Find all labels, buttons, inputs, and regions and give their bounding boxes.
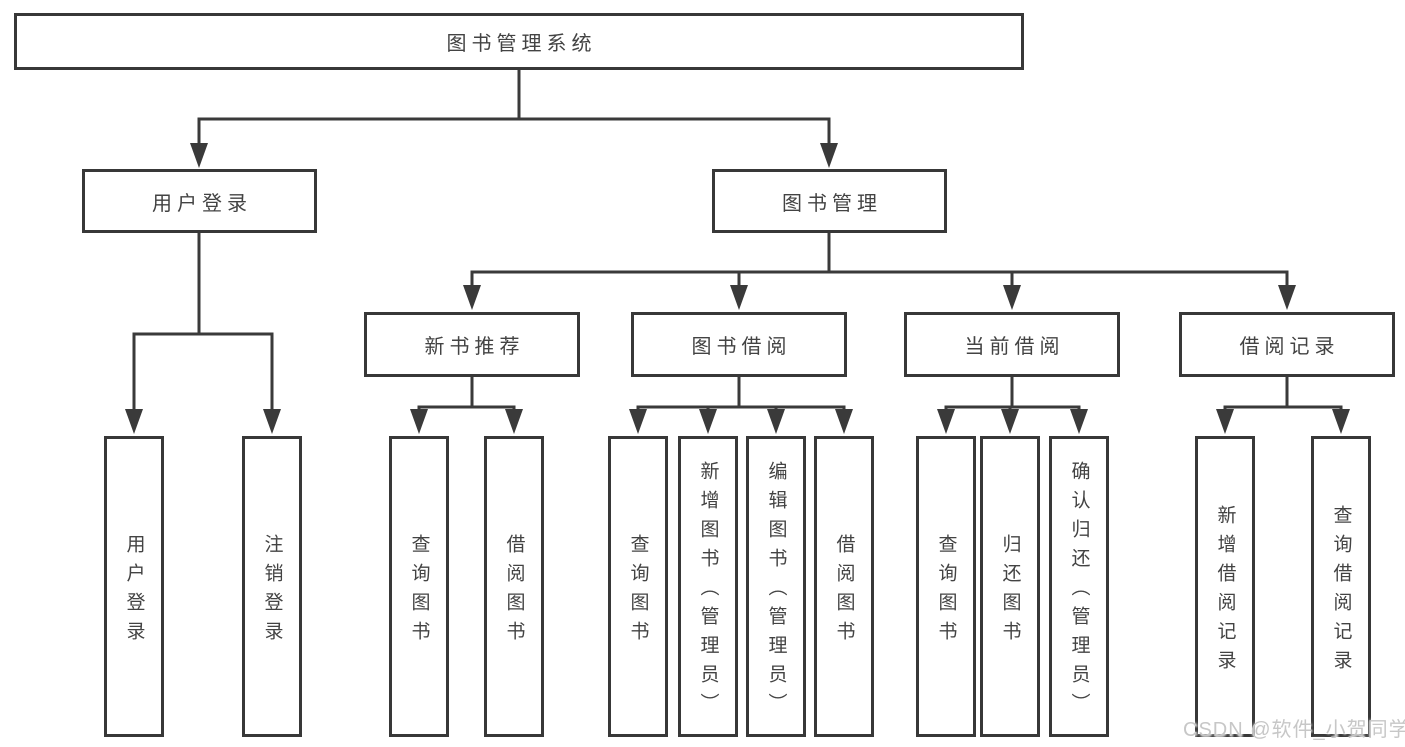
node-new-book-recommend: 新书推荐 — [364, 312, 580, 377]
leaf-label: 查询图书 — [627, 533, 649, 650]
leaf-label: 新增借阅记录 — [1214, 504, 1236, 679]
leaf-label: 新增图书（管理员） — [697, 461, 719, 722]
arrowhead-icon — [190, 143, 208, 168]
csdn-watermark: CSDN @软件_小贺同学 — [1183, 719, 1405, 741]
leaf-label: 用户登录 — [123, 533, 145, 650]
arrowhead-icon — [835, 409, 853, 434]
node-label: 借阅记录 — [1239, 336, 1340, 358]
arrowhead-icon — [463, 285, 481, 310]
node-current-borrow: 当前借阅 — [904, 312, 1120, 377]
arrowhead-icon — [1216, 409, 1234, 434]
node-book-borrow: 图书借阅 — [631, 312, 847, 377]
node-label: 当前借阅 — [964, 336, 1065, 358]
node-label: 图书管理系统 — [446, 33, 597, 55]
node-label: 新书推荐 — [424, 336, 525, 358]
leaf-query-books-current: 查询图书 — [916, 436, 976, 737]
leaf-confirm-return-admin: 确认归还（管理员） — [1049, 436, 1109, 737]
leaf-add-borrow-record: 新增借阅记录 — [1195, 436, 1255, 737]
leaf-label: 归还图书 — [999, 533, 1021, 650]
arrowhead-icon — [1003, 285, 1021, 310]
arrowhead-icon — [1070, 409, 1088, 434]
leaf-label: 编辑图书（管理员） — [765, 461, 787, 722]
connector-records-rail — [1223, 405, 1343, 410]
connector-borrow-rail — [636, 405, 846, 410]
node-user-login: 用户登录 — [82, 169, 317, 233]
arrowhead-icon — [1332, 409, 1350, 434]
leaf-logout-login: 注销登录 — [242, 436, 302, 737]
node-label: 图书借阅 — [691, 336, 792, 358]
node-label: 图书管理 — [782, 192, 882, 215]
node-library-management-system: 图书管理系统 — [14, 13, 1024, 70]
node-book-management: 图书管理 — [712, 169, 947, 233]
arrowhead-icon — [820, 143, 838, 168]
connector-level3-rail — [470, 270, 1289, 286]
leaf-label: 借阅图书 — [833, 533, 855, 650]
node-borrow-records: 借阅记录 — [1179, 312, 1395, 377]
arrowhead-icon — [1278, 285, 1296, 310]
leaf-label: 查询图书 — [408, 533, 430, 650]
connector-level3-stems — [470, 377, 1289, 407]
connector-recommend-rail — [417, 405, 516, 410]
arrowhead-icon — [505, 409, 523, 434]
arrowhead-icon — [767, 409, 785, 434]
leaf-borrow-books: 借阅图书 — [814, 436, 874, 737]
node-label: 用户登录 — [152, 192, 252, 215]
leaf-label: 借阅图书 — [503, 533, 525, 650]
leaf-edit-books-admin: 编辑图书（管理员） — [746, 436, 806, 737]
leaf-label: 确认归还（管理员） — [1068, 461, 1090, 722]
leaf-query-books-borrow: 查询图书 — [608, 436, 668, 737]
connector-level2-rail — [197, 117, 831, 144]
leaf-query-borrow-record: 查询借阅记录 — [1311, 436, 1371, 737]
leaf-return-books: 归还图书 — [980, 436, 1040, 737]
arrowhead-icon — [937, 409, 955, 434]
leaf-add-books-admin: 新增图书（管理员） — [678, 436, 738, 737]
connector-login-rail — [132, 332, 274, 410]
arrowhead-icon — [730, 285, 748, 310]
arrowhead-icon — [410, 409, 428, 434]
leaf-borrow-books-recommend: 借阅图书 — [484, 436, 544, 737]
arrowhead-icon — [1001, 409, 1019, 434]
leaf-label: 查询图书 — [935, 533, 957, 650]
connector-current-rail — [944, 405, 1081, 410]
leaf-user-login: 用户登录 — [104, 436, 164, 737]
arrowhead-icon — [125, 409, 143, 434]
leaf-label: 查询借阅记录 — [1330, 504, 1352, 679]
arrowhead-icon — [699, 409, 717, 434]
leaf-label: 注销登录 — [261, 533, 283, 650]
arrowhead-icon — [629, 409, 647, 434]
arrowhead-icon — [263, 409, 281, 434]
leaf-query-books-recommend: 查询图书 — [389, 436, 449, 737]
